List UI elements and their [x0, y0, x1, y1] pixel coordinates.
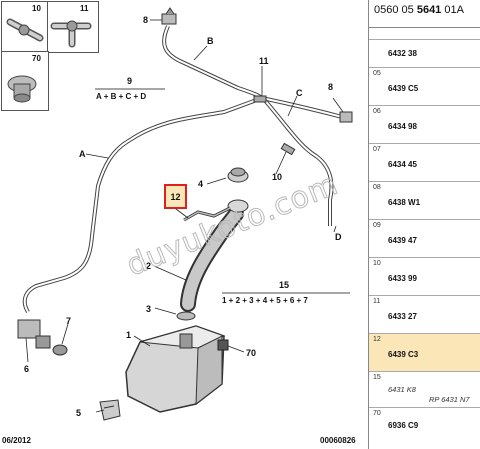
parts-row[interactable]: 09 6439 47	[369, 220, 480, 258]
diagram-drawing: 8 B 11 C 8 A 4 10 D 2 3 1 5 7 6 70 9 A +…	[17, 7, 353, 421]
part-code: 11	[373, 298, 381, 305]
parts-row[interactable]: 6432 38	[369, 40, 480, 68]
callout-10: 10	[272, 172, 282, 182]
washer-nozzle-right	[339, 111, 353, 123]
footer-date: 06/2012	[2, 436, 31, 445]
part-code: 08	[373, 184, 381, 191]
inset-number: 70	[32, 54, 41, 63]
callout-2: 2	[146, 261, 151, 271]
hose-d	[266, 102, 334, 226]
part-code: 06	[373, 108, 381, 115]
parts-row[interactable]: 08 6438 W1	[369, 182, 480, 220]
callout-8: 8	[143, 15, 148, 25]
callout-6: 6	[24, 364, 29, 374]
callout-70: 70	[246, 348, 256, 358]
part-number: 6434 98	[388, 122, 417, 131]
inset-number: 11	[80, 4, 89, 13]
connector-11	[253, 95, 267, 103]
callout-c: C	[296, 88, 303, 98]
washer-pump	[17, 319, 51, 349]
washer-nozzle-top	[161, 7, 177, 25]
callout-11: 11	[259, 56, 269, 66]
callout-12-highlight[interactable]: 12	[164, 184, 187, 209]
part-number: 6433 27	[388, 312, 417, 321]
exploded-diagram: 10 11 70	[1, 1, 356, 445]
part-number: 6936 C9	[388, 421, 419, 430]
grommet-70	[217, 339, 229, 351]
connector-10	[280, 142, 296, 156]
inset-grommet-70[interactable]: 70	[1, 51, 49, 111]
part-code: 07	[373, 146, 381, 153]
callout-b: B	[207, 36, 214, 46]
callout-d: D	[335, 232, 342, 242]
part-number: 6431 K8	[388, 385, 416, 394]
part-code: 15	[373, 374, 381, 381]
parts-row[interactable]: 07 6434 45	[369, 144, 480, 182]
parts-row[interactable]	[369, 28, 480, 40]
group-15-formula: 1 + 2 + 3 + 4 + 5 + 6 + 7	[222, 296, 308, 305]
inset-connector-11[interactable]: 11	[47, 1, 99, 53]
parts-row[interactable]: 06 6434 98	[369, 106, 480, 144]
part-code: 09	[373, 222, 381, 229]
header-prefix: 0560 05	[374, 4, 414, 16]
group-15-number: 15	[279, 280, 289, 290]
callout-a: A	[79, 149, 86, 159]
pump-grommet	[52, 344, 68, 356]
seal-3	[176, 311, 196, 321]
hose-a	[22, 138, 132, 314]
header-suffix: 01A	[444, 4, 464, 16]
part-number: 6433 99	[388, 274, 417, 283]
parts-row[interactable]: 10 6433 99	[369, 258, 480, 296]
parts-row[interactable]: 70 6936 C9	[369, 408, 480, 440]
parts-list-header: 0560 05 5641 01A	[369, 0, 480, 28]
filler-neck	[180, 199, 249, 312]
part-code: 10	[373, 260, 381, 267]
inset-number: 10	[32, 4, 41, 13]
hose-to-nozzle	[128, 95, 347, 142]
part-number-extra: RP 6431 N7	[429, 395, 470, 404]
part-code: 12	[373, 336, 381, 343]
callout-8-right: 8	[328, 82, 333, 92]
inset-connector-10[interactable]: 10	[1, 1, 49, 53]
watermark: duyukoto.com	[122, 167, 343, 284]
part-number: 6439 47	[388, 236, 417, 245]
parts-row[interactable]: 15 6431 K8 RP 6431 N7	[369, 372, 480, 408]
bracket-12	[183, 206, 231, 222]
part-number: 6439 C3	[388, 350, 419, 359]
parts-list: 0560 05 5641 01A 6432 38 05 6439 C5 06 6…	[368, 0, 480, 449]
reservoir-clip	[99, 399, 121, 421]
callout-7: 7	[66, 316, 71, 326]
filler-cap	[227, 167, 249, 183]
grommet-icon	[7, 75, 37, 103]
parts-row[interactable]: 11 6433 27	[369, 296, 480, 334]
callout-5: 5	[76, 408, 81, 418]
part-number: 6439 C5	[388, 84, 419, 93]
footer-ref: 00060826	[320, 436, 356, 445]
parts-row-highlighted[interactable]: 12 6439 C3	[369, 334, 480, 372]
header-bold: 5641	[416, 4, 442, 16]
callout-1: 1	[126, 330, 131, 340]
part-number: 6438 W1	[388, 198, 421, 207]
straight-connector-icon	[6, 18, 44, 42]
callout-3: 3	[146, 304, 151, 314]
part-code: 05	[373, 70, 381, 77]
part-number: 6434 45	[388, 160, 417, 169]
callout-4: 4	[198, 179, 203, 189]
tee-connector-icon	[50, 20, 92, 48]
part-code: 70	[373, 410, 381, 417]
part-number: 6432 38	[388, 49, 417, 58]
group-9-formula: A + B + C + D	[96, 92, 146, 101]
washer-reservoir	[125, 325, 226, 413]
group-9-number: 9	[127, 76, 132, 86]
parts-row[interactable]: 05 6439 C5	[369, 68, 480, 106]
hose-b	[162, 25, 270, 106]
